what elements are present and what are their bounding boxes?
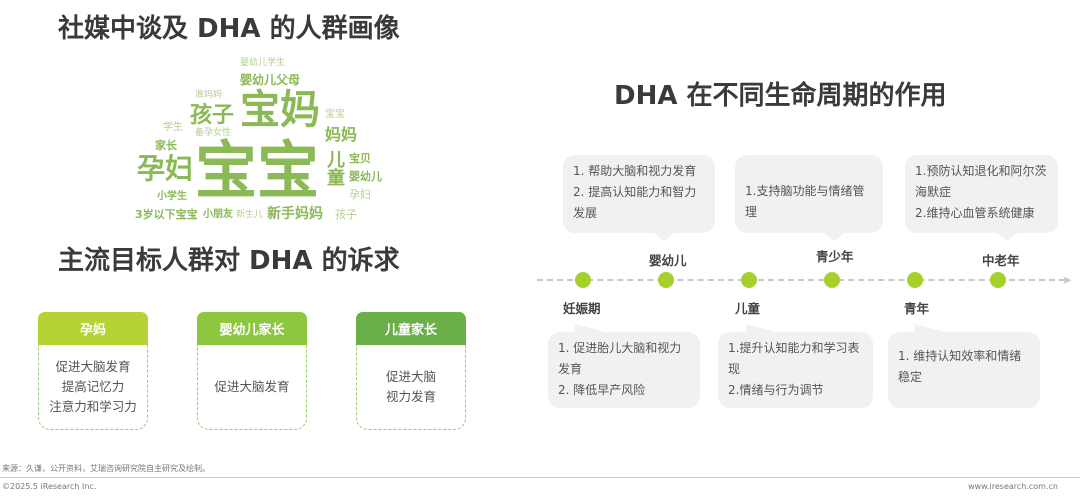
bubble-line: 2.维持心血管系统健康 — [915, 206, 1035, 220]
bubble-teen: 1.支持脑功能与情绪管理 — [735, 155, 883, 241]
cloud-word: 婴幼儿学生 — [240, 58, 286, 68]
timeline-dot — [824, 272, 840, 288]
bubble-line: 1.支持脑功能与情绪管理 — [745, 184, 865, 219]
cloud-word: 孩子 — [190, 103, 235, 128]
word-cloud: 宝宝 宝妈 孕妇 孩子 儿童 妈妈 婴幼儿父母 新手妈妈 3岁以下宝宝 宝贝 婴… — [135, 55, 385, 225]
card-header: 儿童家长 — [356, 312, 466, 345]
timeline-dot — [658, 272, 674, 288]
bubble-line: 1. 促进胎儿大脑和视力发育 — [558, 341, 682, 376]
card-line: 促进大脑 — [385, 369, 436, 384]
card-body: 促进大脑发育 提高记忆力 注意力和学习力 — [38, 345, 148, 430]
bubble-line: 1.提升认知能力和学习表现 — [728, 341, 860, 376]
bubble-line: 2.情绪与行为调节 — [728, 383, 824, 397]
card-infant-parents: 婴幼儿家长 促进大脑发育 — [197, 312, 307, 430]
stage-label: 中老年 — [982, 253, 1020, 268]
timeline-dot — [990, 272, 1006, 288]
stage-label: 婴幼儿 — [649, 253, 687, 268]
card-header: 孕妈 — [38, 312, 148, 345]
cloud-word: 学生 — [163, 122, 183, 133]
card-pregnant: 孕妈 促进大脑发育 提高记忆力 注意力和学习力 — [38, 312, 148, 430]
card-child-parents: 儿童家长 促进大脑 视力发育 — [356, 312, 466, 430]
card-line: 视力发育 — [385, 389, 436, 404]
cloud-word: 婴幼儿父母 — [240, 73, 301, 87]
stage-label: 青少年 — [816, 249, 854, 264]
card-line: 提高记忆力 — [61, 379, 125, 394]
stage-label: 青年 — [904, 301, 930, 316]
cloud-word: 妈妈 — [325, 125, 358, 144]
bubble-infant: 1. 帮助大脑和视力发育 2. 提高认知能力和智力发展 — [563, 155, 715, 241]
cloud-word: 儿童 — [324, 150, 345, 186]
cloud-word: 小学生 — [157, 191, 187, 202]
card-line: 注意力和学习力 — [49, 399, 137, 414]
timeline-dot — [741, 272, 757, 288]
cloud-word: 宝宝 — [195, 134, 320, 207]
cloud-word: 宝妈 — [240, 87, 320, 133]
cloud-word: 宝宝 — [325, 109, 345, 120]
bubble-elderly: 1.预防认知退化和阿尔茨海默症 2.维持心血管系统健康 — [905, 155, 1058, 241]
cloud-word: 家长 — [155, 139, 177, 152]
cloud-word: 新生儿 — [236, 210, 264, 220]
website: www.iresearch.com.cn — [968, 482, 1058, 491]
card-header: 婴幼儿家长 — [197, 312, 307, 345]
wordcloud-title: 社媒中谈及 DHA 的人群画像 — [58, 14, 400, 44]
bubble-line: 1.预防认知退化和阿尔茨海默症 — [915, 164, 1047, 199]
cloud-word: 小朋友 — [203, 209, 233, 220]
arrow-right-icon: ➤ — [1062, 273, 1073, 287]
bubble-youth: 1. 维持认知效率和情绪稳定 — [888, 324, 1040, 408]
card-line: 促进大脑发育 — [214, 379, 290, 394]
cloud-word: 准妈妈 — [195, 90, 223, 100]
stage-label: 妊娠期 — [563, 301, 601, 316]
bubble-pregnancy: 1. 促进胎儿大脑和视力发育 2. 降低早产风险 — [548, 324, 700, 408]
cloud-word: 婴幼儿 — [349, 170, 382, 183]
cloud-word: 3岁以下宝宝 — [135, 208, 198, 221]
cloud-word: 孕妇 — [349, 188, 371, 201]
cloud-word: 备孕女性 — [195, 128, 232, 138]
cloud-word: 孕妇 — [137, 152, 194, 185]
cloud-word: 孩子 — [335, 208, 357, 221]
stage-label: 儿童 — [735, 301, 761, 316]
cloud-word: 新手妈妈 — [267, 206, 323, 222]
timeline-dot — [575, 272, 591, 288]
timeline-dot — [907, 272, 923, 288]
footer-divider — [0, 477, 1080, 478]
source-note: 来源：久谦，公开资料，艾瑞咨询研究院自主研究及绘制。 — [2, 464, 210, 473]
cloud-word: 宝贝 — [349, 152, 371, 165]
needs-title: 主流目标人群对 DHA 的诉求 — [58, 246, 400, 276]
bubble-line: 1. 帮助大脑和视力发育 — [573, 164, 697, 178]
copyright: ©2025.5 iResearch Inc. — [2, 482, 97, 491]
card-body: 促进大脑 视力发育 — [356, 345, 466, 430]
bubble-line: 1. 维持认知效率和情绪稳定 — [898, 349, 1022, 384]
card-line: 促进大脑发育 — [55, 359, 131, 374]
bubble-line: 2. 降低早产风险 — [558, 383, 646, 397]
card-body: 促进大脑发育 — [197, 345, 307, 430]
timeline-line — [537, 279, 1065, 281]
bubble-line: 2. 提高认知能力和智力发展 — [573, 185, 697, 220]
bubble-child: 1.提升认知能力和学习表现 2.情绪与行为调节 — [718, 324, 873, 408]
lifecycle-title: DHA 在不同生命周期的作用 — [614, 81, 947, 111]
